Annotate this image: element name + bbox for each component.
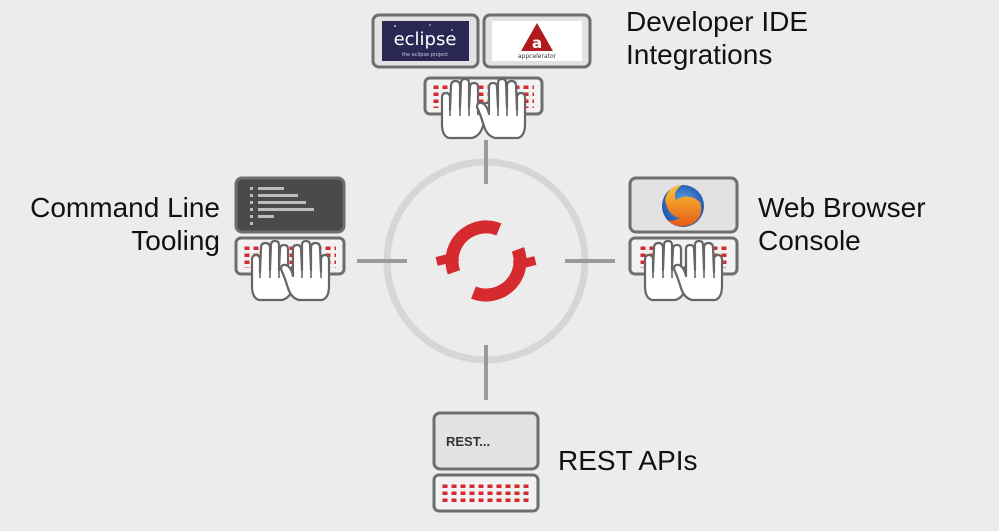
label-rest-line1: REST APIs: [558, 445, 698, 476]
label-web-line2: Console: [758, 225, 861, 256]
label-developer-ide: Developer IDE Integrations: [626, 5, 808, 71]
rest-screen-text: REST...: [446, 434, 490, 449]
rest-devices: REST...: [432, 411, 540, 513]
firefox-icon: [662, 185, 704, 227]
cli-devices: [234, 176, 346, 302]
appcelerator-mark: a: [532, 34, 542, 52]
label-ide-line1: Developer IDE: [626, 6, 809, 37]
terminal-screen: [234, 176, 346, 234]
label-rest-apis: REST APIs: [558, 444, 698, 477]
eclipse-tagline: the eclipse project: [402, 52, 448, 58]
terminal-lines-icon: [250, 187, 314, 225]
label-ide-line2: Integrations: [626, 39, 773, 70]
label-web-browser: Web Browser Console: [758, 191, 926, 257]
eclipse-wordmark: eclipse: [394, 29, 457, 50]
rest-keyboard: [432, 473, 540, 513]
label-web-line1: Web Browser: [758, 192, 926, 223]
openshift-logo-icon: [435, 220, 537, 302]
label-cli-line2: Tooling: [131, 225, 220, 256]
eclipse-logo-bg: [382, 21, 469, 61]
center-hub: [357, 140, 615, 400]
web-devices: [628, 176, 739, 302]
appcelerator-wordmark: appcelerator: [518, 53, 557, 60]
appcelerator-logo-icon: a appcelerator: [518, 23, 557, 60]
label-command-line: Command Line Tooling: [10, 191, 220, 257]
hub-ring: [383, 158, 589, 364]
ide-devices: eclipse the eclipse project a appcelerat…: [371, 13, 592, 140]
rest-screen: [432, 411, 540, 471]
label-cli-line1: Command Line: [30, 192, 220, 223]
